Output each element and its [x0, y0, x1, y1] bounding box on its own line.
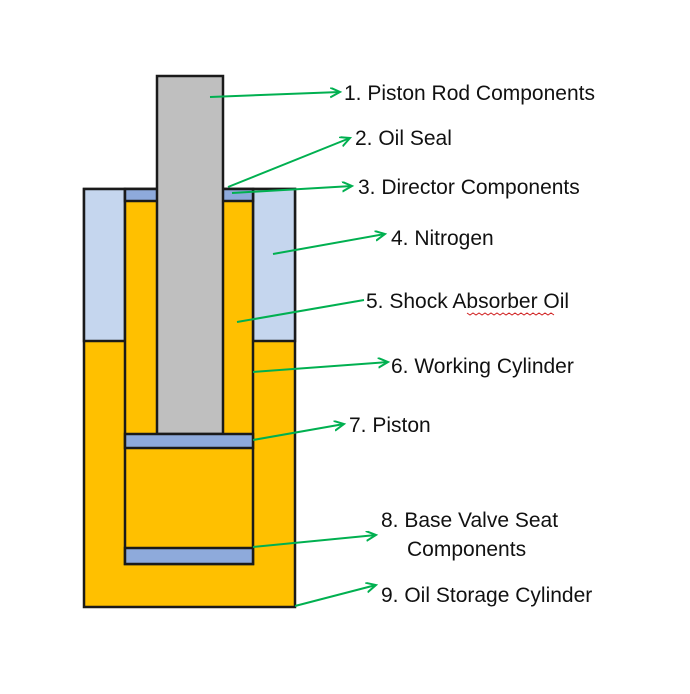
base-valve-seat — [123, 546, 255, 566]
nitrogen-chamber-left — [82, 187, 127, 343]
label-director-components: 3. Director Components — [358, 176, 580, 199]
label-oil-seal: 2. Oil Seal — [355, 127, 452, 150]
piston — [123, 432, 255, 450]
label-shock-absorber-oil: 5. Shock Absorber Oil — [366, 290, 569, 313]
label-oil-storage-cylinder: 9. Oil Storage Cylinder — [381, 584, 592, 607]
leader-piston-rod — [209, 92, 340, 97]
piston-rod — [155, 74, 225, 436]
leader-shock-oil — [236, 299, 365, 323]
label-base-valve-components: Components — [407, 538, 526, 561]
leader-director — [231, 186, 352, 194]
leader-nitrogen — [272, 234, 385, 255]
leader-oil-seal — [227, 138, 350, 188]
leader-piston — [252, 424, 344, 441]
label-piston-rod-components: 1. Piston Rod Components — [344, 82, 595, 105]
label-base-valve-seat: 8. Base Valve Seat — [381, 509, 558, 532]
spellcheck-underline — [466, 312, 555, 316]
leader-working-cylinder — [252, 362, 388, 373]
label-working-cylinder: 6. Working Cylinder — [391, 355, 574, 378]
leader-base-valve — [252, 535, 376, 548]
label-piston: 7. Piston — [349, 414, 431, 437]
leader-oil-storage — [294, 585, 376, 607]
label-nitrogen: 4. Nitrogen — [391, 227, 494, 250]
